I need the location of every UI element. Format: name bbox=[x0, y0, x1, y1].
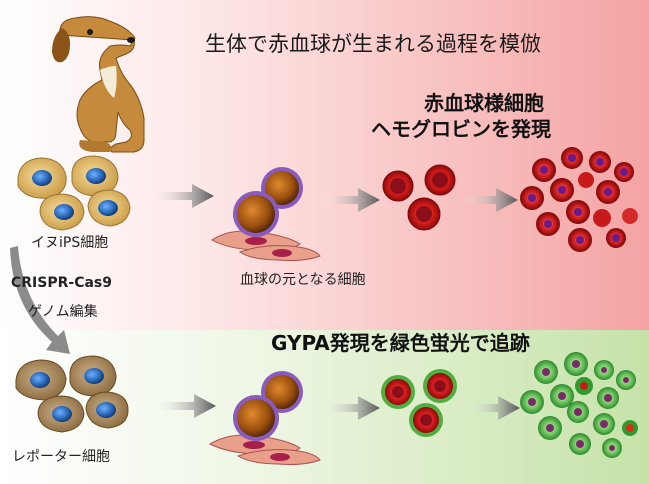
progenitor-cells-top bbox=[211, 167, 321, 261]
progenitor-cells-bottom bbox=[208, 371, 321, 465]
arrow-progenitor-to-red bbox=[320, 188, 380, 212]
hemoglobin-heading-line1: 赤血球様細胞 bbox=[424, 91, 544, 115]
mature-red-cells-top bbox=[520, 147, 638, 252]
arrow-red-to-mature bbox=[462, 188, 518, 212]
progenitor-label: 血球の元となる細胞 bbox=[240, 272, 366, 288]
ips-cell-label: イヌiPS細胞 bbox=[31, 235, 109, 251]
genome-editing-label: ゲノム編集 bbox=[28, 304, 98, 320]
arrow-progenitor-to-green bbox=[320, 396, 380, 420]
dog-illustration bbox=[52, 16, 145, 153]
diagram-title: 生体で赤血球が生まれる過程を模倣 bbox=[205, 32, 541, 56]
arrow-genome-editing bbox=[10, 246, 70, 354]
immature-red-cells-top bbox=[382, 164, 456, 231]
arrow-to-green-fluorescent bbox=[466, 396, 520, 420]
hemoglobin-heading-line2: ヘモグロビンを発現 bbox=[371, 117, 551, 141]
ips-cell-cluster bbox=[17, 155, 131, 231]
green-fluorescent-cells bbox=[520, 352, 638, 458]
arrow-reporter-to-progenitor bbox=[152, 394, 216, 418]
gypa-heading: GYPA発現を緑色蛍光で追跡 bbox=[271, 331, 530, 355]
reporter-cell-cluster bbox=[15, 355, 129, 433]
crispr-label: CRISPR-Cas9 bbox=[11, 275, 112, 291]
green-ringed-cells-bottom bbox=[381, 369, 457, 437]
reporter-cell-label: レポーター細胞 bbox=[12, 449, 110, 465]
arrow-ips-to-progenitor bbox=[148, 184, 214, 208]
